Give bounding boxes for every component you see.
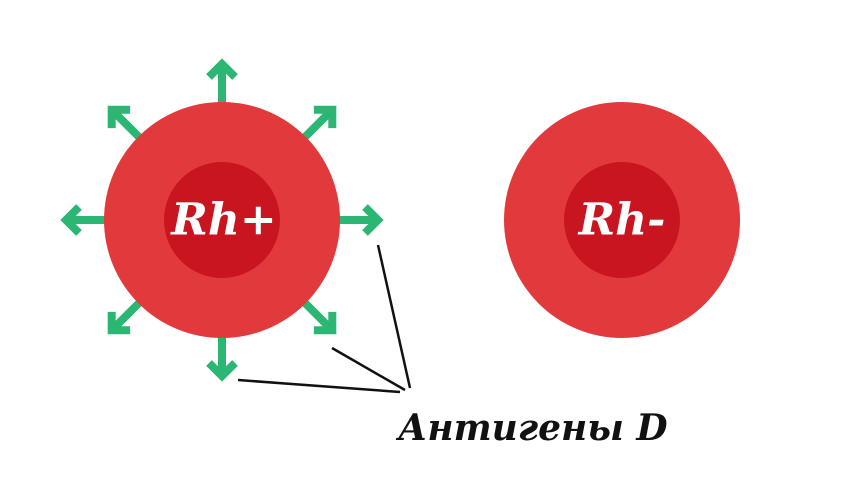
leader-line-bottom [237, 378, 401, 394]
antigen-arrow-head [313, 105, 337, 129]
antigen-arrow-head [107, 105, 131, 129]
rh-negative-cell-center [564, 162, 680, 278]
rh-positive-cell: Rh+ [104, 102, 340, 338]
antigen-arrow-head [362, 204, 384, 236]
rh-positive-cell-center [164, 162, 280, 278]
antigen-arrow-head [313, 311, 337, 335]
rh-negative-cell: Rh- [504, 102, 740, 338]
antigen-caption: Антигены D [395, 407, 668, 449]
leader-lines [237, 244, 412, 394]
leader-line-right [376, 244, 412, 389]
antigen-arrow-head [60, 204, 82, 236]
antigen-arrow-head [206, 360, 238, 382]
rh-positive-label: Rh+ [169, 195, 276, 246]
rh-negative-label: Rh- [577, 195, 666, 246]
antigen-arrow-head [107, 311, 131, 335]
antigen-arrow-head [206, 58, 238, 80]
leader-line-lower-right [331, 346, 406, 392]
